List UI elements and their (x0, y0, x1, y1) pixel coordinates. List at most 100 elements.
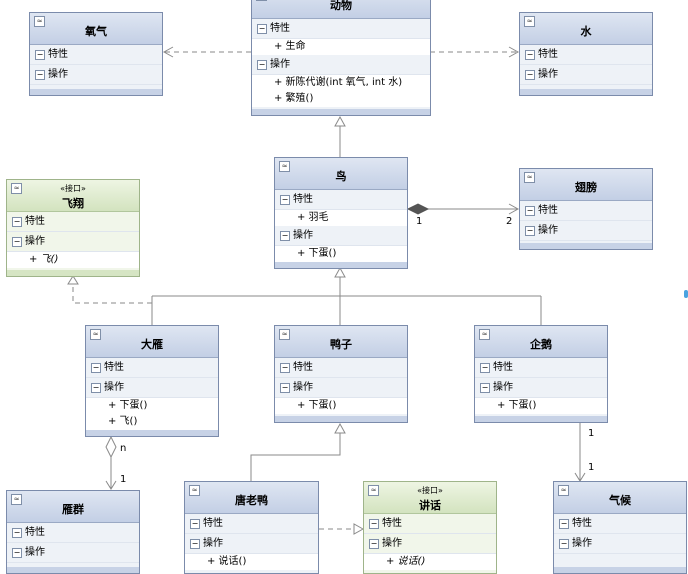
attributes-label: 特性 (293, 194, 313, 205)
class-name: 大雁 (141, 338, 163, 351)
attributes-label: 特性 (382, 518, 402, 529)
class-donald-duck[interactable]: ≈ 唐老鸭 − 特性 − 操作 + 说话() (184, 481, 319, 574)
multiplicity-label: 1 (588, 428, 595, 439)
operations-label: 操作 (538, 69, 558, 80)
class-penguin[interactable]: ≈ 企鹅 − 特性 − 操作 + 下蛋() (474, 325, 608, 423)
class-wing[interactable]: ≈ 翅膀 − 特性 − 操作 (519, 168, 653, 250)
collapse-icon[interactable]: ≈ (11, 494, 22, 505)
collapse-icon[interactable]: ≈ (368, 485, 379, 496)
section-toggle-icon[interactable]: − (35, 70, 45, 80)
class-climate[interactable]: ≈ 气候 − 特性 − 操作 (553, 481, 687, 574)
section-toggle-icon[interactable]: − (369, 539, 379, 549)
operations-label: 操作 (293, 382, 313, 393)
class-bird[interactable]: ≈ 鸟 − 特性 + 羽毛 − 操作 + 下蛋() (274, 157, 408, 269)
operation-item: + 下蛋() (275, 246, 407, 262)
class-name: 讲话 (419, 499, 441, 512)
operations-label: 操作 (382, 538, 402, 549)
section-toggle-icon[interactable]: − (525, 226, 535, 236)
generalization-arrowhead (334, 422, 346, 434)
interface-fly[interactable]: ≈ «接口» 飞翔 − 特性 − 操作 + 飞() (6, 179, 140, 277)
interface-speak[interactable]: ≈ «接口» 讲话 − 特性 − 操作 + 说话() (363, 481, 497, 574)
section-toggle-icon[interactable]: − (12, 237, 22, 247)
section-toggle-icon[interactable]: − (12, 217, 22, 227)
class-name: 气候 (609, 494, 631, 507)
class-name: 氧气 (85, 25, 107, 38)
operations-label: 操作 (104, 382, 124, 393)
section-toggle-icon[interactable]: − (190, 519, 200, 529)
operation-item: + 新陈代谢(int 氧气, int 水) (252, 75, 430, 91)
section-toggle-icon[interactable]: − (280, 195, 290, 205)
realization-arrowhead (353, 523, 365, 535)
class-oxygen[interactable]: ≈ 氧气 − 特性 − 操作 (29, 12, 163, 96)
attributes-label: 特性 (538, 205, 558, 216)
section-toggle-icon[interactable]: − (525, 206, 535, 216)
section-toggle-icon[interactable]: − (190, 539, 200, 549)
attributes-label: 特性 (48, 49, 68, 60)
section-toggle-icon[interactable]: − (525, 70, 535, 80)
operations-label: 操作 (493, 382, 513, 393)
operation-item: + 飞() (7, 252, 139, 268)
section-toggle-icon[interactable]: − (280, 231, 290, 241)
collapse-icon[interactable]: ≈ (524, 16, 535, 27)
collapse-icon[interactable]: ≈ (256, 0, 267, 1)
multiplicity-label: 2 (506, 216, 513, 227)
operation-item: + 说话() (364, 554, 496, 570)
attribute-item: + 羽毛 (275, 210, 407, 226)
section-toggle-icon[interactable]: − (257, 24, 267, 34)
class-duck[interactable]: ≈ 鸭子 − 特性 − 操作 + 下蛋() (274, 325, 408, 423)
section-toggle-icon[interactable]: − (91, 383, 101, 393)
collapse-icon[interactable]: ≈ (558, 485, 569, 496)
operation-item: + 下蛋() (275, 398, 407, 414)
class-name: 雁群 (62, 503, 84, 516)
multiplicity-label: n (120, 443, 127, 454)
collapse-icon[interactable]: ≈ (279, 161, 290, 172)
operations-label: 操作 (270, 59, 290, 70)
attributes-label: 特性 (493, 362, 513, 373)
class-animal[interactable]: ≈ 动物 − 特性 + 生命 − 操作 + 新陈代谢(int 氧气, int 水… (251, 0, 431, 116)
class-water[interactable]: ≈ 水 − 特性 − 操作 (519, 12, 653, 96)
stereotype-label: «接口» (60, 184, 86, 193)
class-goose[interactable]: ≈ 大雁 − 特性 − 操作 + 下蛋() + 飞() (85, 325, 219, 437)
attributes-label: 特性 (270, 23, 290, 34)
section-toggle-icon[interactable]: − (257, 60, 267, 70)
aggregation-diamond (105, 435, 117, 459)
section-toggle-icon[interactable]: − (280, 383, 290, 393)
section-toggle-icon[interactable]: − (525, 50, 535, 60)
section-toggle-icon[interactable]: − (12, 528, 22, 538)
stereotype-label: «接口» (417, 486, 443, 495)
attributes-label: 特性 (293, 362, 313, 373)
section-toggle-icon[interactable]: − (91, 363, 101, 373)
collapse-icon[interactable]: ≈ (279, 329, 290, 340)
collapse-icon[interactable]: ≈ (479, 329, 490, 340)
collapse-icon[interactable]: ≈ (11, 183, 22, 194)
operations-label: 操作 (538, 225, 558, 236)
attribute-item: + 生命 (252, 39, 430, 55)
aggregation-arrowhead (105, 480, 117, 490)
section-toggle-icon[interactable]: − (480, 383, 490, 393)
realization-goose-fly (72, 284, 152, 304)
attributes-label: 特性 (25, 216, 45, 227)
section-toggle-icon[interactable]: − (12, 548, 22, 558)
class-name: 动物 (330, 0, 352, 12)
section-toggle-icon[interactable]: − (480, 363, 490, 373)
operations-label: 操作 (572, 538, 592, 549)
section-toggle-icon[interactable]: − (559, 519, 569, 529)
collapse-icon[interactable]: ≈ (189, 485, 200, 496)
attributes-label: 特性 (104, 362, 124, 373)
attributes-label: 特性 (203, 518, 223, 529)
section-toggle-icon[interactable]: − (559, 539, 569, 549)
attributes-label: 特性 (25, 527, 45, 538)
class-flock[interactable]: ≈ 雁群 − 特性 − 操作 (6, 490, 140, 574)
operation-item: + 下蛋() (475, 398, 607, 414)
collapse-icon[interactable]: ≈ (90, 329, 101, 340)
section-toggle-icon[interactable]: − (369, 519, 379, 529)
class-name: 鸟 (335, 170, 347, 183)
dependency-arrowhead (162, 46, 174, 58)
class-name: 飞翔 (62, 197, 84, 210)
collapse-icon[interactable]: ≈ (524, 172, 535, 183)
section-toggle-icon[interactable]: − (35, 50, 45, 60)
collapse-icon[interactable]: ≈ (34, 16, 45, 27)
association-arrowhead (574, 472, 586, 482)
section-toggle-icon[interactable]: − (280, 363, 290, 373)
attributes-label: 特性 (538, 49, 558, 60)
